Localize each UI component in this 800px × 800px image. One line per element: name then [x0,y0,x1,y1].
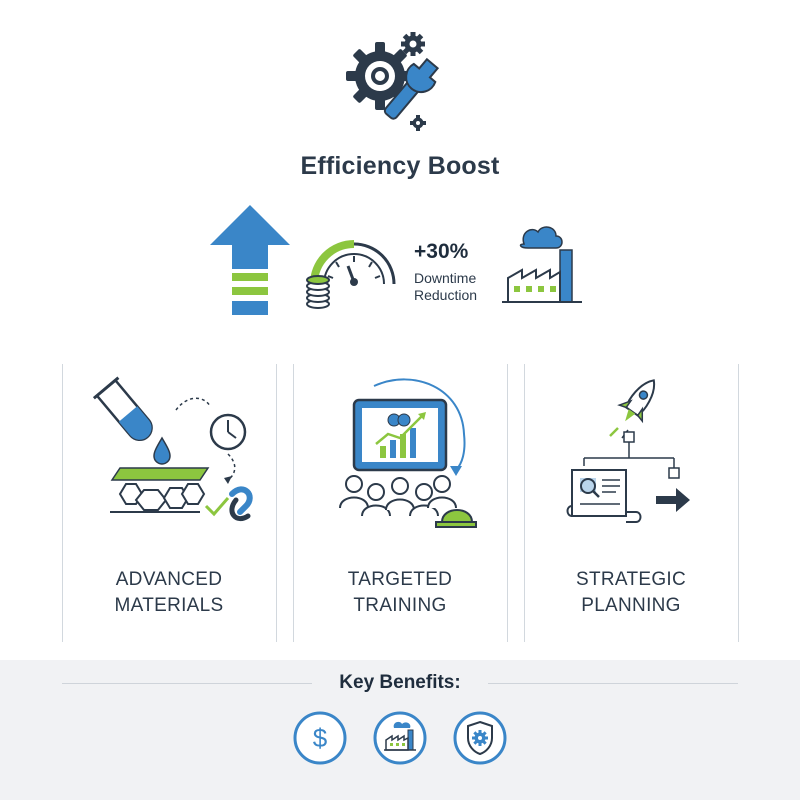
stat-label-line1: Downtime [414,270,477,286]
section-rule [488,683,738,684]
stat-value: +30% [414,240,469,263]
card-label-line: MATERIALS [114,595,224,616]
materials-lab-icon [92,376,253,522]
card-divider [507,364,508,642]
up-arrow-icon [210,205,290,315]
dollar-icon: $ [293,711,347,765]
card-label-line: TARGETED [347,569,453,590]
card-label-line: ADVANCED [115,569,223,590]
card-divider [62,364,63,642]
card-label-line: TRAINING [353,595,447,616]
training-screen-icon [339,378,477,528]
card-label-line: STRATEGIC [575,569,687,590]
factory-icon [373,711,427,765]
svg-text:$: $ [313,723,328,753]
card-divider [276,364,277,642]
card-label-targeted-training: TARGETED TRAINING [295,567,505,619]
shield-gear-icon [453,711,507,765]
factory-icon [502,226,582,303]
card-divider [524,364,525,642]
key-benefits-title: Key Benefits: [339,672,461,693]
card-label-strategic-planning: STRATEGIC PLANNING [526,567,736,619]
card-divider [738,364,739,642]
gears-wrench-icon [346,32,440,131]
page-title: Efficiency Boost [300,152,500,180]
gauge-coins-icon [306,240,396,309]
card-divider [293,364,294,642]
section-rule [62,683,312,684]
stat-label: Downtime Reduction [414,270,477,304]
card-label-line: PLANNING [581,595,681,616]
card-label-advanced-materials: ADVANCED MATERIALS [64,567,274,619]
strategy-rocket-icon [566,379,690,523]
stat-label-line2: Reduction [414,287,478,303]
